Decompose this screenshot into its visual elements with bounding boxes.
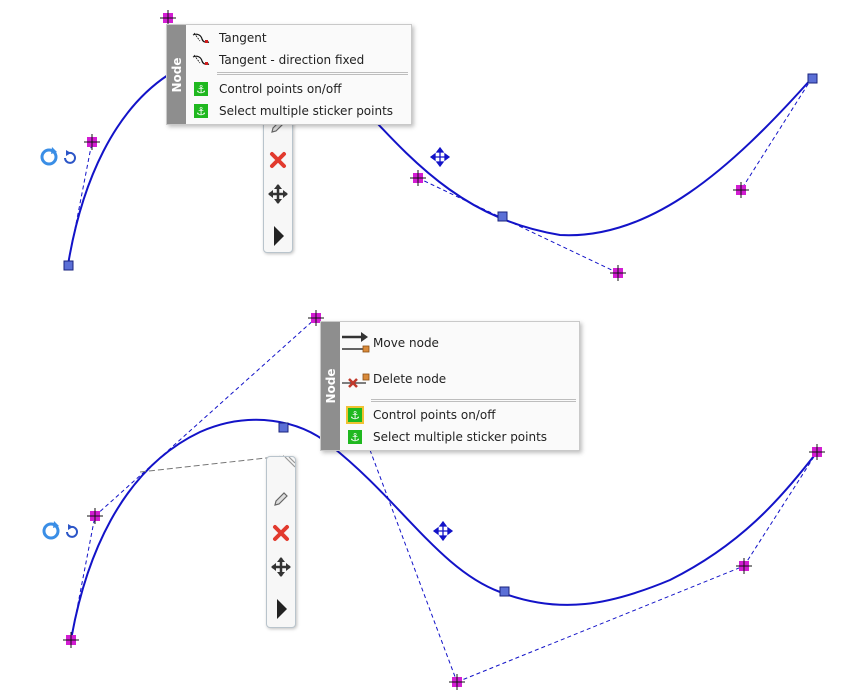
resize-grip-icon (284, 457, 295, 468)
node-context-menu-bottom: Node Move node Delete node ⚓ Control poi… (320, 321, 580, 451)
menu-separator (217, 72, 408, 75)
node-square (63, 260, 74, 271)
control-point (610, 265, 626, 281)
move-icon (268, 184, 288, 204)
delete-icon (273, 525, 289, 541)
menu-item-label: Delete node (373, 372, 447, 386)
control-point (733, 182, 749, 198)
menu-item-control-points[interactable]: ⚓ Control points on/off (340, 404, 579, 426)
control-point (736, 558, 752, 574)
curve-nodes[interactable] (63, 73, 818, 597)
control-lines-bottom (70, 317, 818, 683)
node-square (497, 211, 508, 222)
menu-side-header: Node (167, 25, 186, 124)
more-button[interactable] (267, 597, 295, 621)
pencil-icon (274, 492, 288, 506)
control-point (160, 10, 176, 26)
auxiliary-line (139, 455, 285, 473)
node-square (807, 73, 818, 84)
node-context-menu-top: Node Tangent Tangent - direction fixed ⚓… (166, 24, 412, 125)
node-toolbar-top (263, 105, 293, 253)
control-point (84, 134, 100, 150)
play-icon (274, 226, 284, 246)
rotate-icon[interactable] (64, 523, 78, 539)
move-tool-button[interactable] (264, 182, 292, 206)
control-point (410, 170, 426, 186)
menu-item-tangent-direction-fixed[interactable]: Tangent - direction fixed (186, 49, 411, 71)
refresh-icon[interactable] (40, 520, 62, 542)
menu-item-select-multiple[interactable]: ⚓ Select multiple sticker points (340, 426, 579, 448)
rotate-controls-bottom[interactable] (40, 520, 78, 542)
anchor-icon: ⚓ (348, 430, 362, 444)
menu-separator (371, 399, 576, 402)
anchor-icon: ⚓ (194, 104, 208, 118)
menu-side-label: Node (169, 56, 184, 93)
menu-item-label: Control points on/off (219, 82, 342, 96)
pencil-tool-button[interactable] (267, 487, 295, 511)
rotate-icon[interactable] (62, 149, 76, 165)
move-cursor-icon (432, 520, 454, 542)
bezier-curve-bottom[interactable] (70, 418, 818, 641)
move-node-icon (342, 332, 370, 353)
delete-tool-button[interactable] (264, 148, 292, 172)
anchor-icon: ⚓ (346, 406, 364, 424)
rotate-controls-top[interactable] (38, 146, 76, 168)
node-square (499, 586, 510, 597)
play-icon (277, 599, 287, 619)
node-square (278, 422, 289, 433)
move-cursor-icon (429, 146, 451, 168)
menu-item-label: Tangent - direction fixed (219, 53, 365, 67)
move-tool-button[interactable] (267, 555, 295, 579)
delete-tool-button[interactable] (267, 521, 295, 545)
move-icon (271, 557, 291, 577)
menu-item-label: Move node (373, 336, 439, 350)
refresh-icon[interactable] (38, 146, 60, 168)
control-points[interactable] (63, 10, 825, 690)
control-point (449, 674, 465, 690)
more-button[interactable] (264, 224, 292, 248)
menu-side-header: Node (321, 322, 340, 450)
delete-icon (270, 152, 286, 168)
menu-item-tangent[interactable]: Tangent (186, 27, 411, 49)
menu-item-label: Tangent (219, 31, 267, 45)
control-point (63, 632, 79, 648)
control-point (809, 444, 825, 460)
menu-item-label: Select multiple sticker points (373, 430, 548, 444)
menu-item-control-points[interactable]: ⚓ Control points on/off (186, 78, 411, 100)
menu-side-label: Node (323, 368, 338, 404)
menu-item-label: Select multiple sticker points (219, 104, 394, 118)
control-point (87, 508, 103, 524)
menu-item-delete-node[interactable]: Delete node (340, 362, 579, 396)
anchor-icon: ⚓ (194, 82, 208, 96)
node-toolbar-bottom (266, 456, 296, 628)
tangent-fixed-icon (192, 54, 210, 65)
delete-node-icon (342, 373, 370, 388)
control-point (308, 310, 324, 326)
tangent-icon (192, 32, 210, 43)
control-lines-top (67, 77, 813, 274)
menu-item-label: Control points on/off (373, 408, 496, 422)
menu-item-select-multiple[interactable]: ⚓ Select multiple sticker points (186, 100, 411, 122)
menu-item-move-node[interactable]: Move node (340, 326, 579, 360)
